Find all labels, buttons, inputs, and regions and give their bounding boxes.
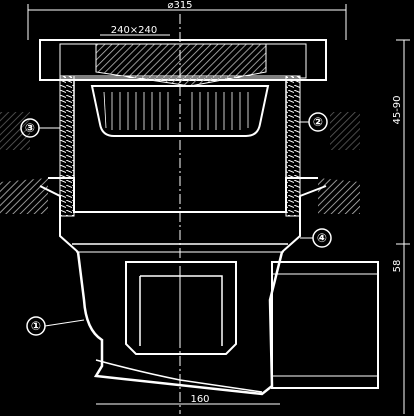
- bottom-dimension-label: 160: [190, 394, 209, 405]
- grate-size: 240×240: [100, 25, 170, 36]
- callout-4-label: ④: [317, 231, 327, 245]
- drain-body: [76, 251, 284, 396]
- callout-1: ①: [26, 316, 85, 336]
- top-dimension: ⌀315: [27, 0, 347, 40]
- callout-2: ②: [300, 112, 328, 132]
- right-dimension-2-label: 58: [392, 260, 403, 273]
- bottom-dimension: 160: [96, 394, 280, 405]
- grate-size-label: 240×240: [111, 25, 158, 36]
- right-dimensions: 45-90 58: [392, 39, 410, 414]
- top-frame: [39, 39, 327, 87]
- callout-4: ④: [300, 228, 332, 248]
- top-dimension-label: ⌀315: [167, 0, 192, 11]
- callout-3: ③: [20, 118, 60, 138]
- dirt-trap-basket: [90, 85, 270, 137]
- right-dimension-1-label: 45-90: [392, 95, 403, 124]
- callout-1-label: ①: [31, 319, 41, 333]
- callout-3-label: ③: [25, 121, 35, 135]
- outlet-pipe: [271, 261, 379, 389]
- callout-2-label: ②: [313, 115, 323, 129]
- floor-slab: [0, 112, 360, 214]
- upper-body: [39, 177, 327, 253]
